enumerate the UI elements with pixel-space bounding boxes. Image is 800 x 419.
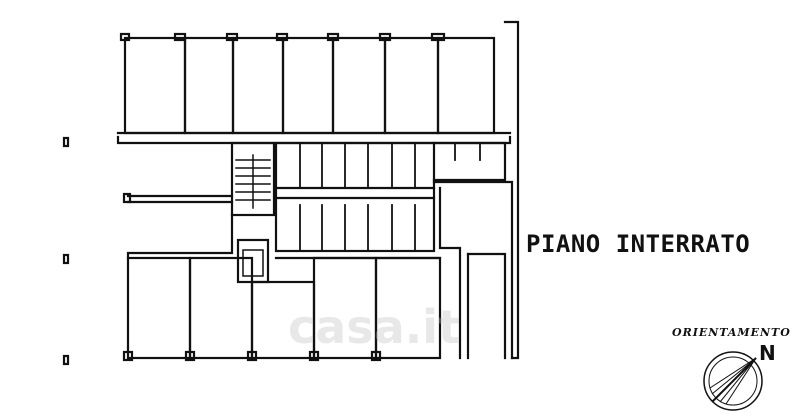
stairwell	[230, 141, 276, 217]
north-label: N	[759, 341, 776, 365]
garage-top-5	[331, 36, 387, 135]
garage-top-7	[436, 36, 496, 135]
plan-title: PIANO INTERRATO	[526, 230, 751, 258]
right-outer-wall	[503, 20, 520, 360]
ramp-wall	[438, 186, 462, 360]
garage-bottom-1	[126, 256, 192, 360]
corridor-bottom-wall	[126, 213, 234, 260]
garage-top-6	[383, 36, 440, 135]
staircase-icon	[235, 154, 271, 209]
compass-rose-icon	[703, 351, 763, 411]
garage-top-2	[183, 36, 235, 135]
garage-top-1	[123, 36, 187, 135]
garage-top-4	[281, 36, 335, 135]
garage-bottom-5	[374, 256, 442, 360]
garage-top-3	[231, 36, 285, 135]
watermark-logo: casa.it	[288, 300, 460, 354]
orientation-label: ORIENTAMENTO	[672, 326, 791, 339]
